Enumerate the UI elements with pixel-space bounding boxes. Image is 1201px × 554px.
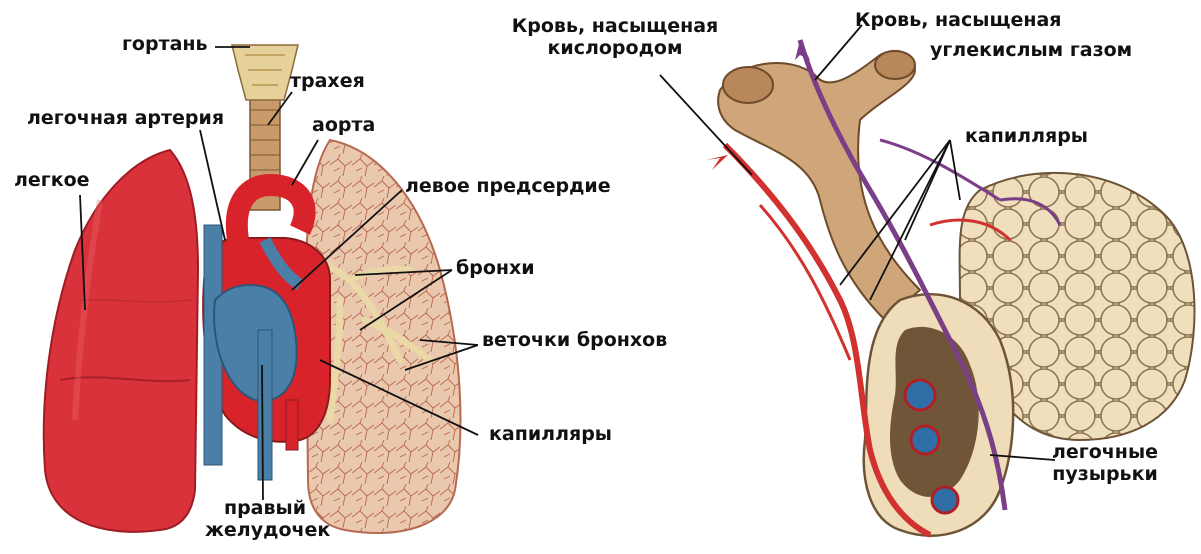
label-alveoli-line2: пузырьки: [1040, 464, 1170, 486]
label-alveoli: легочные пузырьки: [1040, 442, 1170, 486]
label-right-ventricle-line1: правый: [205, 498, 325, 520]
arrow-oxygen-icon: [706, 155, 728, 170]
label-bronchioles: веточки бронхов: [482, 330, 667, 352]
label-aorta: аорта: [312, 115, 375, 137]
label-co2-blood-line1: Кровь, насыщеная: [855, 10, 1062, 32]
label-left-atrium: левое предсердие: [405, 176, 611, 198]
lung-left-shape: [44, 150, 198, 532]
label-oxygen-blood: Кровь, насыщеная кислородом: [490, 16, 740, 60]
label-right-ventricle-line2: желудочек: [205, 520, 325, 542]
label-trachea: трахея: [290, 71, 365, 93]
label-oxygen-blood-line1: Кровь, насыщеная: [490, 16, 740, 38]
label-pulmonary-artery: легочная артерия: [27, 108, 224, 130]
label-larynx: гортань: [122, 34, 208, 56]
label-co2-blood-line2: углекислым газом: [930, 40, 1132, 62]
label-capillaries-left: капилляры: [489, 424, 612, 446]
larynx-shape: [232, 45, 298, 100]
label-oxygen-blood-line2: кислородом: [490, 38, 740, 60]
label-bronchi: бронхи: [456, 258, 535, 280]
label-lung: легкое: [14, 170, 90, 192]
label-capillaries-right: капилляры: [965, 126, 1088, 148]
label-alveoli-line1: легочные: [1040, 442, 1170, 464]
label-right-ventricle: правый желудочек: [205, 498, 325, 542]
